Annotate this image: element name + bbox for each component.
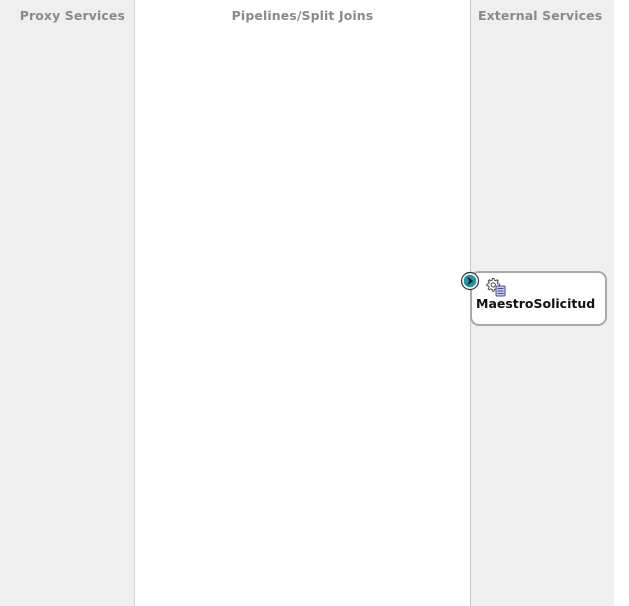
proxy-services-lane: Proxy Services (0, 0, 135, 606)
external-service-card[interactable]: MaestroSolicitud (470, 271, 607, 326)
business-service-gear-icon (485, 277, 507, 297)
external-services-lane-title: External Services (478, 8, 603, 23)
pipelines-lane: Pipelines/Split Joins (135, 0, 471, 606)
canvas-gutter (614, 0, 629, 606)
proxy-services-lane-title: Proxy Services (19, 8, 125, 23)
reference-endpoint-icon[interactable] (460, 271, 480, 291)
external-service-name: MaestroSolicitud (476, 296, 596, 311)
pipelines-lane-title: Pipelines/Split Joins (231, 8, 374, 23)
